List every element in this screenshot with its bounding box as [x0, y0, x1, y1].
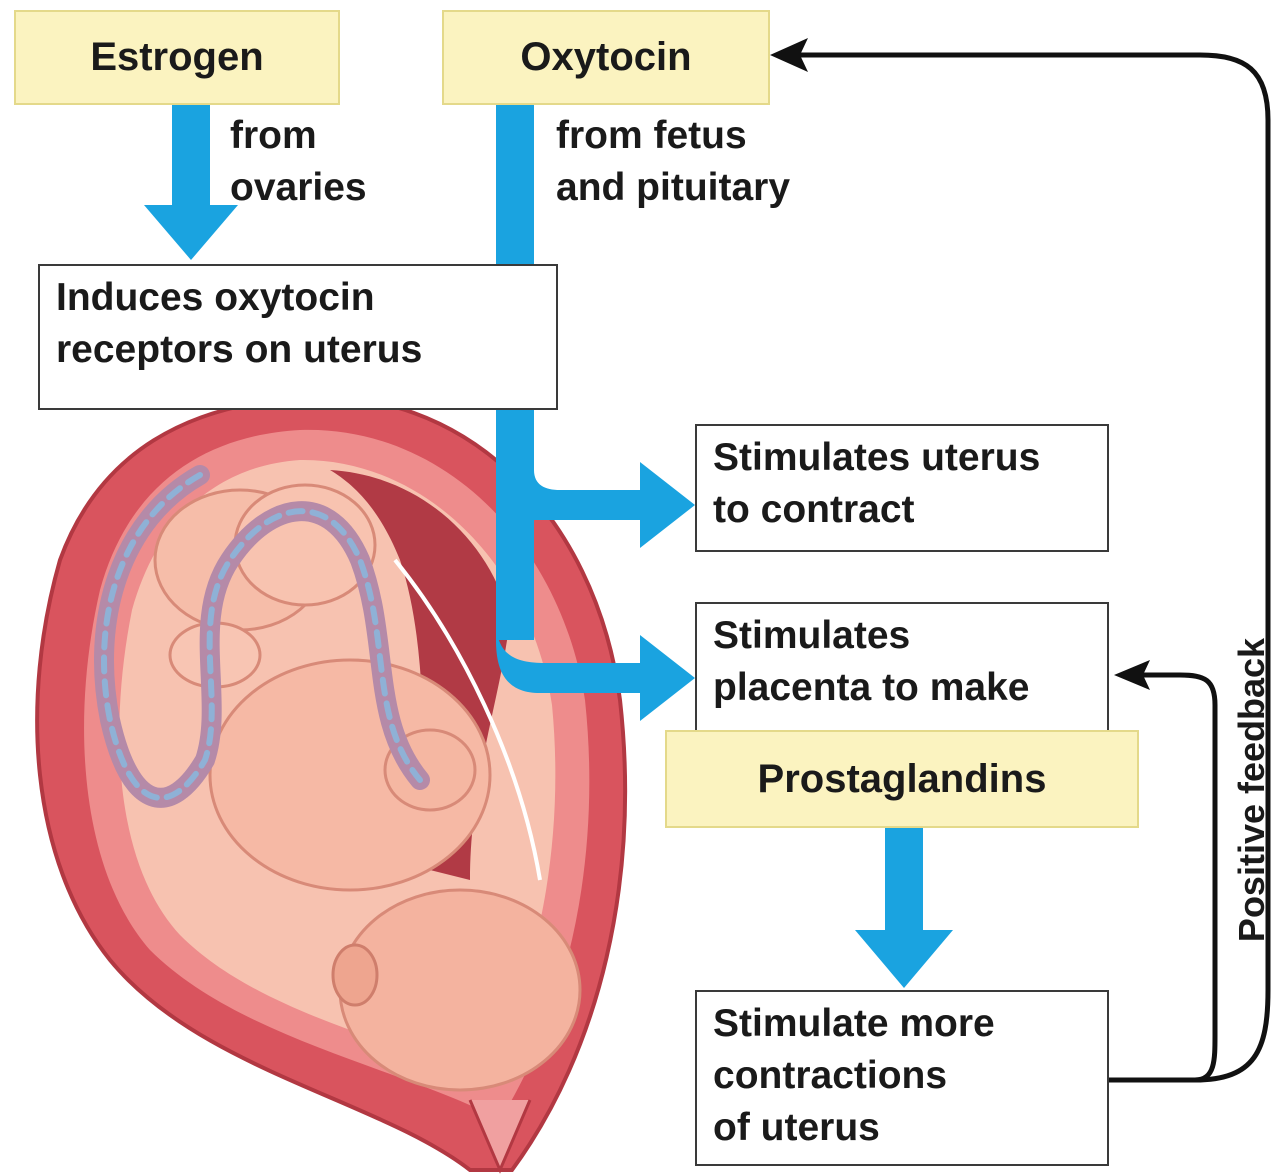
positive-feedback-label: Positive feedback	[1231, 638, 1273, 942]
feedback-loop-outer	[785, 55, 1268, 1080]
estrogen-label: Estrogen	[90, 35, 263, 80]
estrogen-box: Estrogen	[14, 10, 340, 105]
prostaglandins-box: Prostaglandins	[665, 730, 1139, 828]
more-contractions-effect-box: Stimulate more contractions of uterus	[695, 990, 1109, 1166]
placenta-effect-box: Stimulates placenta to make	[695, 602, 1109, 732]
contract-effect-box: Stimulates uterus to contract	[695, 424, 1109, 552]
estrogen-source-note: from ovaries	[230, 110, 367, 214]
prostaglandins-label: Prostaglandins	[758, 757, 1047, 802]
receptors-effect-box: Induces oxytocin receptors on uterus	[38, 264, 558, 410]
feedback-loop-inner	[1130, 675, 1215, 1080]
feedback-arrows	[785, 55, 1268, 1080]
prostaglandins-down-arrow	[855, 828, 953, 988]
oxytocin-box: Oxytocin	[442, 10, 770, 105]
oxytocin-label: Oxytocin	[520, 35, 691, 80]
estrogen-down-arrow	[144, 105, 238, 260]
oxytocin-source-note: from fetus and pituitary	[556, 110, 790, 214]
